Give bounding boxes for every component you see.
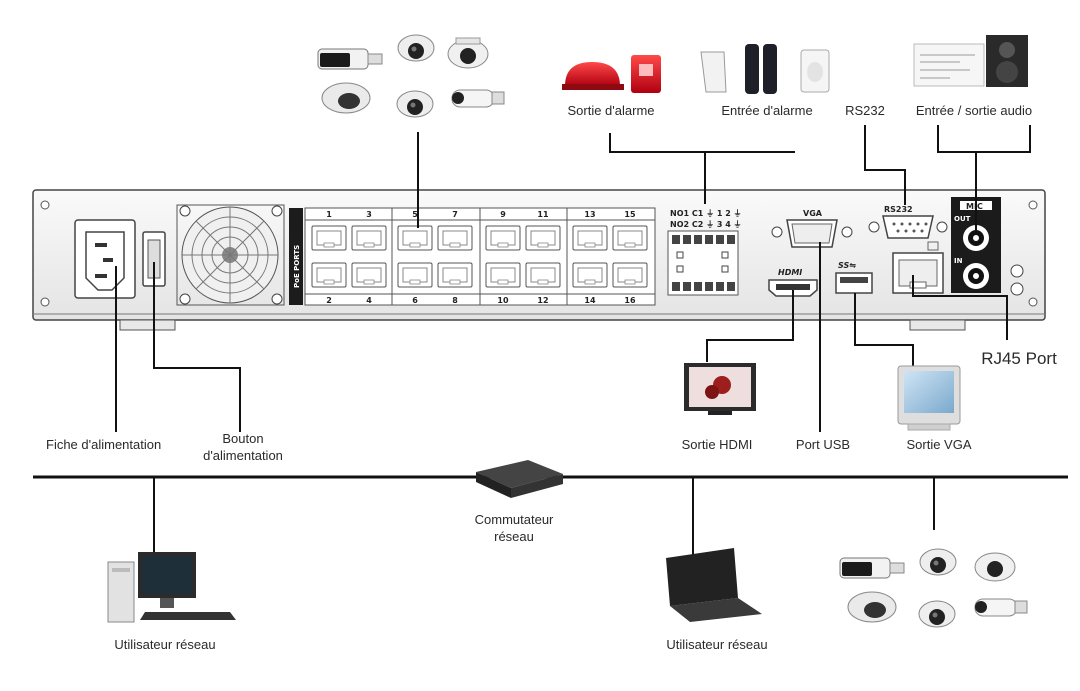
label-rs232: RS232 xyxy=(845,103,885,118)
label-sortie-hdmi: Sortie HDMI xyxy=(681,437,753,452)
poe-port-number: 3 xyxy=(366,210,372,219)
vga-panel-label: VGA xyxy=(803,209,823,218)
poe-port-number: 13 xyxy=(584,210,595,219)
poe-ports-text: PoE PORTS xyxy=(293,245,301,288)
mic-panel-label: MIC xyxy=(966,202,983,211)
poe-port-number: 5 xyxy=(412,210,418,219)
label-entree-sortie-audio: Entrée / sortie audio xyxy=(915,103,1033,118)
label-fiche-alimentation: Fiche d'alimentation xyxy=(46,437,162,452)
poe-port-number: 16 xyxy=(624,296,636,305)
poe-port-number: 1 xyxy=(326,210,332,219)
camera-cluster-icon xyxy=(839,548,1028,628)
fan-grille-icon xyxy=(176,204,285,306)
alarm-header-bottom: NO2 C2 ⏚ 3 4 ⏚ xyxy=(670,220,742,229)
poe-port-number: 2 xyxy=(326,296,332,305)
hdmi-port: HDMI xyxy=(768,268,818,297)
alarm-sensor-icon xyxy=(700,44,830,94)
audio-speaker-icon xyxy=(913,35,1028,87)
poe-port-number: 15 xyxy=(624,210,636,219)
vga-monitor-icon xyxy=(897,365,961,431)
power-switch-icon xyxy=(142,231,166,287)
vga-port: VGA xyxy=(771,209,853,248)
label-sortie-alarme: Sortie d'alarme xyxy=(567,103,655,118)
poe-port-number: 14 xyxy=(584,296,596,305)
poe-port-number: 12 xyxy=(537,296,548,305)
poe-ports-label: PoE PORTS xyxy=(289,208,303,305)
rs232-panel-label: RS232 xyxy=(884,205,913,214)
hdmi-panel-label: HDMI xyxy=(778,268,802,277)
poe-port-number: 9 xyxy=(500,210,506,219)
label-utilisateur-reseau-laptop: Utilisateur réseau xyxy=(666,637,768,652)
label-port-usb: Port USB xyxy=(795,437,851,452)
label-utilisateur-reseau-desktop: Utilisateur réseau xyxy=(114,637,216,652)
laptop-icon xyxy=(666,548,762,622)
label-rj45-port: RJ45 Port xyxy=(981,349,1057,368)
rj45-ethernet-port xyxy=(892,241,944,294)
alarm-header-top: NO1 C1 ⏚ 1 2 ⏚ xyxy=(670,209,742,218)
ground-terminal-icon xyxy=(1010,264,1024,296)
alarm-terminal-block: NO1 C1 ⏚ 1 2 ⏚ NO2 C2 ⏚ 3 4 ⏚ xyxy=(667,209,742,296)
label-commutateur-line2: réseau xyxy=(494,529,534,544)
camera-cluster-icon xyxy=(317,34,505,118)
network-switch-icon xyxy=(476,460,563,498)
label-entree-alarme: Entrée d'alarme xyxy=(721,103,813,118)
poe-port-number: 10 xyxy=(497,296,509,305)
power-socket-icon xyxy=(74,219,136,299)
poe-port-number: 4 xyxy=(366,296,372,305)
in-panel-label: IN xyxy=(954,257,963,265)
out-panel-label: OUT xyxy=(954,215,971,223)
desktop-pc-icon xyxy=(107,552,236,623)
label-bouton-line1: Bouton xyxy=(222,431,264,446)
label-commutateur-line1: Commutateur xyxy=(474,512,554,527)
rs232-port: RS232 xyxy=(868,205,948,239)
usb-panel-label: SS⇋ xyxy=(838,261,856,270)
alarm-siren-icon xyxy=(562,55,661,93)
poe-port-number: 8 xyxy=(452,296,458,305)
connector-lines xyxy=(115,125,1031,432)
poe-port-number: 7 xyxy=(452,210,458,219)
label-bouton-line2: d'alimentation xyxy=(203,448,283,463)
label-sortie-vga: Sortie VGA xyxy=(906,437,972,452)
poe-port-number: 6 xyxy=(412,296,418,305)
monitor-icon xyxy=(684,363,756,415)
poe-port-number: 11 xyxy=(537,210,549,219)
